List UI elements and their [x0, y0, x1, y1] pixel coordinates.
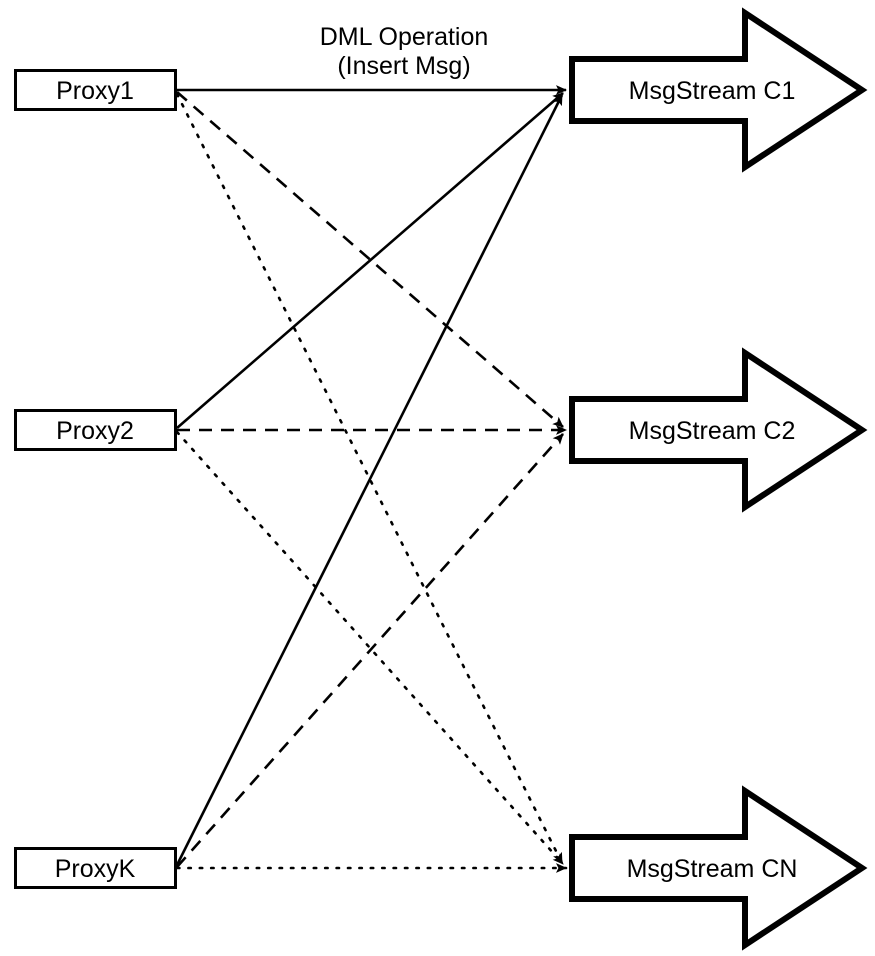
edge-label-line1: DML Operation [320, 23, 489, 51]
proxy-label-proxy2: Proxy2 [56, 417, 134, 445]
connection-proxy2-stream-c1 [176, 92, 564, 429]
stream-block-arrow-c2[interactable] [569, 347, 868, 513]
stream-node-stream-c1[interactable]: MsgStream C1 [569, 7, 868, 173]
connection-proxyk-stream-c2 [176, 433, 564, 868]
proxy-box-proxyk[interactable] [14, 847, 177, 889]
connection-proxyk-stream-c1 [175, 94, 564, 866]
stream-label-cn: MsgStream CN [627, 855, 798, 883]
edge-label-line2: (Insert Msg) [337, 52, 470, 80]
stream-block-arrow-cn[interactable] [569, 785, 868, 951]
connection-proxy2-stream-cn [175, 430, 565, 866]
proxy-box-proxy2[interactable] [14, 409, 177, 451]
proxy-node-proxy1[interactable]: Proxy1 [14, 69, 177, 111]
proxy-label-proxy1: Proxy1 [56, 77, 134, 105]
edge-label: DML Operation (Insert Msg) [320, 23, 489, 80]
stream-label-c1: MsgStream C1 [629, 77, 796, 105]
proxy-label-proxyk: ProxyK [55, 855, 136, 883]
proxy-box-proxy1[interactable] [14, 69, 177, 111]
stream-block-arrow-c1[interactable] [569, 7, 868, 173]
connections-layer [175, 85, 568, 873]
connection-proxy1-stream-c2 [176, 91, 564, 428]
proxies-layer: Proxy1 Proxy2 ProxyK [14, 69, 177, 889]
proxy-node-proxy2[interactable]: Proxy2 [14, 409, 177, 451]
streams-layer: MsgStream C1 MsgStream C2 MsgStream CN [569, 7, 868, 951]
stream-node-stream-c2[interactable]: MsgStream C2 [569, 347, 868, 513]
stream-label-c2: MsgStream C2 [629, 417, 796, 445]
proxy-node-proxyk[interactable]: ProxyK [14, 847, 177, 889]
stream-node-stream-cn[interactable]: MsgStream CN [569, 785, 868, 951]
